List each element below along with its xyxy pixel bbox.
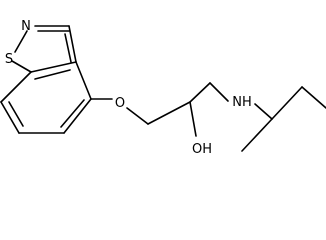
bond-c6-c7-inner [8, 101, 24, 127]
bond-ch2n-nh [209, 82, 229, 102]
bond-ch-methyl [241, 118, 273, 152]
molecule-drawing: N S O NH OH [0, 19, 326, 157]
bond-c3-c3a-inner [64, 33, 72, 63]
atom-label-s-ring: S [5, 52, 13, 67]
atom-label-o-ether: O [115, 96, 125, 111]
atom-label-n-ring: N [21, 19, 31, 34]
bond-c7a-c3a-inner [34, 69, 71, 80]
bond-c4-c5 [63, 98, 92, 134]
bond-choh-oh [189, 101, 197, 137]
bond-c6-c7 [0, 101, 20, 134]
bond-choh-ch2n [189, 82, 211, 103]
bond-n-s [14, 30, 28, 53]
structure-diagram: N S O NH OH [0, 19, 326, 157]
bond-ch2-ch3 [301, 86, 326, 109]
bond-c3a-c4 [75, 61, 92, 100]
bond-c3-c3a [68, 25, 77, 63]
bond-c7a-c3a [30, 61, 77, 73]
bond-s-c7a [11, 60, 32, 73]
bond-c7-c7a [0, 71, 32, 103]
atom-label-nh: NH [232, 95, 252, 110]
bond-c4-c5-inner [60, 99, 85, 128]
bond-nh-ch [254, 103, 273, 120]
bond-ch2-choh [147, 101, 191, 125]
bond-ch-ch2 [271, 86, 303, 120]
atom-label-oh: OH [192, 142, 212, 157]
bond-o-ch2 [126, 107, 149, 125]
